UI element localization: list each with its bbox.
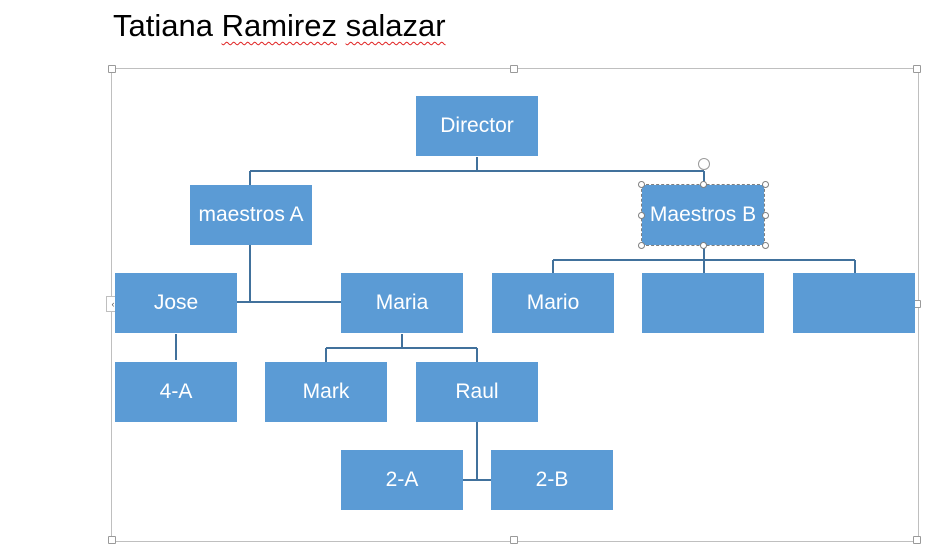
node-mario[interactable]: Mario — [492, 273, 614, 333]
node-empty-2[interactable] — [793, 273, 915, 333]
node-mark[interactable]: Mark — [265, 362, 387, 422]
node-raul[interactable]: Raul — [416, 362, 538, 422]
node-4-a[interactable]: 4-A — [115, 362, 237, 422]
node-empty-1[interactable] — [642, 273, 764, 333]
selection-handle[interactable] — [762, 212, 769, 219]
node-2-b[interactable]: 2-B — [491, 450, 613, 510]
frame-handle-bottom-left[interactable] — [108, 536, 116, 544]
selection-handle[interactable] — [638, 181, 645, 188]
frame-handle-bottom-right[interactable] — [913, 536, 921, 544]
selection-handle[interactable] — [638, 212, 645, 219]
selection-handle[interactable] — [762, 181, 769, 188]
frame-handle-top-left[interactable] — [108, 65, 116, 73]
node-jose[interactable]: Jose — [115, 273, 237, 333]
title-spellcheck-word-1: Ramirez — [221, 8, 337, 43]
frame-handle-top-middle[interactable] — [510, 65, 518, 73]
node-2-a[interactable]: 2-A — [341, 450, 463, 510]
document-title[interactable]: Tatiana Ramirez salazar — [113, 8, 446, 44]
frame-handle-bottom-middle[interactable] — [510, 536, 518, 544]
node-maria[interactable]: Maria — [341, 273, 463, 333]
frame-handle-top-right[interactable] — [913, 65, 921, 73]
node-maestros-a[interactable]: maestros A — [190, 185, 312, 245]
node-director[interactable]: Director — [416, 96, 538, 156]
selection-handle[interactable] — [638, 242, 645, 249]
title-first-name: Tatiana — [113, 8, 222, 43]
title-spellcheck-word-2: salazar — [345, 8, 446, 43]
selection-handle[interactable] — [700, 242, 707, 249]
selection-handle[interactable] — [762, 242, 769, 249]
rotate-icon[interactable] — [698, 158, 710, 170]
selection-handle[interactable] — [700, 181, 707, 188]
node-maestros-b-selected[interactable]: Maestros B — [641, 184, 765, 246]
